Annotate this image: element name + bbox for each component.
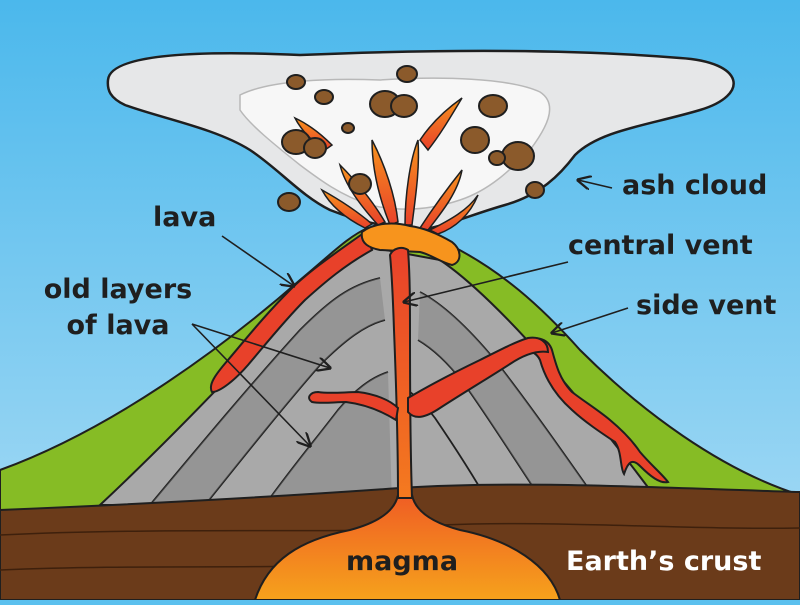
side-vent-branch bbox=[407, 336, 550, 418]
lava-pointer bbox=[221, 235, 294, 286]
side-lava-flow bbox=[521, 337, 670, 484]
ash-cloud-pointer bbox=[578, 180, 613, 188]
label-old-layers-line2: of lava bbox=[66, 310, 170, 341]
label-earths-crust: Earth’s crust bbox=[566, 546, 762, 577]
old-layers-pointer-upper bbox=[191, 323, 330, 368]
old-layers-pointer-lower bbox=[191, 323, 310, 446]
label-ash-cloud: ash cloud bbox=[622, 170, 768, 201]
volcanic-rocks bbox=[277, 65, 545, 212]
left-vent-branch bbox=[308, 390, 400, 422]
central-vent-conduit bbox=[388, 246, 414, 499]
label-side-vent: side vent bbox=[636, 290, 777, 321]
label-old-layers-line1: old layers bbox=[43, 274, 193, 305]
leader-lines bbox=[191, 180, 629, 446]
label-magma: magma bbox=[346, 546, 459, 577]
side-vent-pointer bbox=[552, 307, 629, 333]
label-central-vent: central vent bbox=[568, 230, 753, 261]
summit-lava bbox=[360, 222, 461, 267]
central-vent-pointer bbox=[404, 261, 569, 302]
label-lava: lava bbox=[153, 202, 217, 233]
surface-lava-flow bbox=[209, 230, 374, 394]
